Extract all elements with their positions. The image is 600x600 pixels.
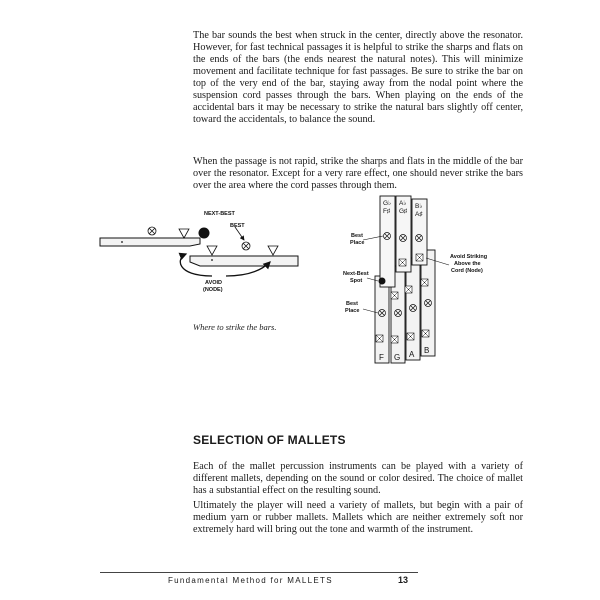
natural-bar-f xyxy=(374,275,390,364)
node-label: (NODE) xyxy=(203,287,223,293)
node-square-icon xyxy=(390,291,399,300)
circled-x-icon xyxy=(147,226,157,236)
next-best-dot xyxy=(198,227,210,239)
accidental-bottom-label: A♯ xyxy=(415,211,423,218)
circled-x-icon xyxy=(415,234,423,242)
circled-x-icon xyxy=(409,304,417,312)
footer-book-title: Fundamental Method for MALLETS xyxy=(168,576,333,585)
leader-line xyxy=(362,308,379,314)
footer-rule xyxy=(100,572,418,573)
leader-line xyxy=(425,257,450,266)
section-heading: SELECTION OF MALLETS xyxy=(193,433,346,447)
next-best-label: NEXT-BEST xyxy=(204,211,236,217)
best-place-label: Place xyxy=(345,308,359,314)
circled-x-icon xyxy=(424,299,432,307)
mallets-paragraph-2: Ultimately the player will need a variet… xyxy=(193,500,523,535)
lower-bar xyxy=(189,255,299,267)
best-place-label: Best xyxy=(346,301,358,307)
left-bar-diagram: NEXT-BEST BEST AVOID (NODE) xyxy=(99,211,299,293)
natural-label: G xyxy=(394,353,400,362)
circled-x-icon xyxy=(241,241,251,251)
figure-caption: Where to strike the bars. xyxy=(193,322,277,332)
node-square-icon xyxy=(420,278,429,287)
accidental-top-label: A♭ xyxy=(399,199,406,207)
upper-bar-node-dot xyxy=(121,241,123,243)
circled-x-icon xyxy=(399,234,407,242)
next-best-spot-dot xyxy=(378,277,386,285)
page-number: 13 xyxy=(398,575,409,585)
avoid-striking-label: Above the xyxy=(454,261,481,267)
avoid-arrow-left xyxy=(178,252,213,277)
accidental-bottom-label: G♯ xyxy=(399,208,407,215)
node-triangle-icon xyxy=(206,245,218,256)
avoid-arrow-right xyxy=(225,261,271,277)
avoid-striking-label: Avoid Striking xyxy=(450,254,487,260)
node-square-icon xyxy=(390,335,399,344)
upper-bar xyxy=(99,237,201,247)
node-square-icon xyxy=(375,334,384,343)
accidental-bar-bb xyxy=(411,198,428,266)
circled-x-icon xyxy=(383,232,391,240)
node-triangle-icon xyxy=(267,245,279,256)
node-square-icon xyxy=(398,258,407,267)
node-square-icon xyxy=(415,253,424,262)
next-best-spot-label: Spot xyxy=(350,278,362,284)
leader-line xyxy=(366,277,379,282)
avoid-label: AVOID xyxy=(205,280,222,286)
leader-line xyxy=(362,235,384,241)
accidental-bar-gb xyxy=(379,195,396,288)
natural-bar-a xyxy=(405,257,421,361)
circled-x-icon xyxy=(378,309,386,317)
accidental-bar-ab xyxy=(395,195,412,273)
natural-label: F xyxy=(379,353,384,362)
best-arrow xyxy=(234,226,245,241)
avoid-striking-label: Cord (Node) xyxy=(451,268,483,274)
best-place-label: Place xyxy=(350,240,364,246)
natural-label: B xyxy=(424,346,429,355)
lower-bar-node-dot xyxy=(211,259,213,261)
natural-label: A xyxy=(409,350,415,359)
circled-x-icon xyxy=(394,309,402,317)
mallets-paragraph-1: Each of the mallet percussion instrument… xyxy=(193,461,523,496)
node-square-icon xyxy=(404,285,413,294)
accidental-top-label: B♭ xyxy=(415,202,422,210)
slow-passage-paragraph: When the passage is not rapid, strike th… xyxy=(193,156,523,191)
intro-paragraph: The bar sounds the best when struck in t… xyxy=(193,30,523,125)
accidental-top-label: G♭ xyxy=(383,199,391,207)
best-label: BEST xyxy=(230,223,245,229)
best-place-label: Best xyxy=(351,233,363,239)
node-square-icon xyxy=(406,332,415,341)
node-square-icon xyxy=(421,329,430,338)
right-bar-diagram: G♭ F♯ A♭ G♯ B♭ A♯ F G A B xyxy=(343,195,487,364)
node-triangle-icon xyxy=(178,228,190,239)
next-best-spot-label: Next-Best xyxy=(343,271,369,277)
accidental-bottom-label: F♯ xyxy=(383,208,390,215)
